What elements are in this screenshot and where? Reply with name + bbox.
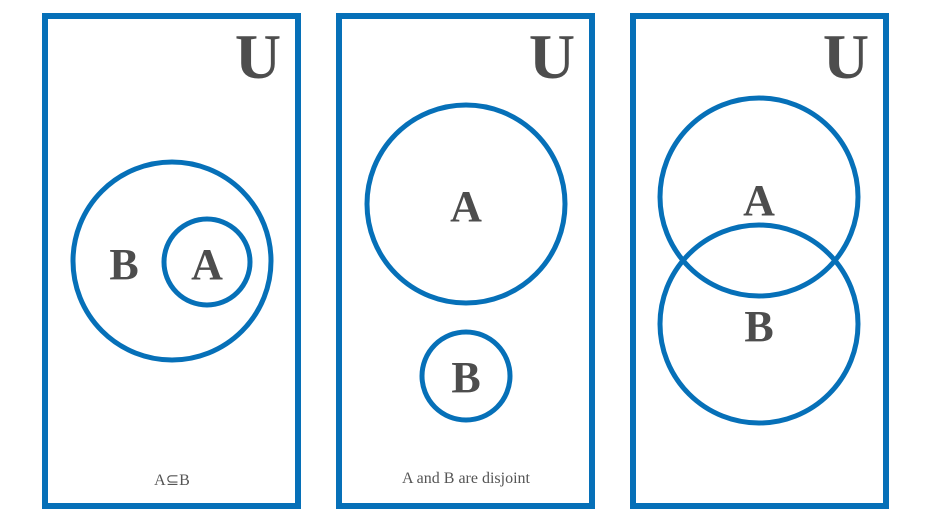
caption: A and B are disjoint	[402, 470, 531, 487]
set-a-label: A	[743, 176, 775, 225]
universe-frame	[42, 13, 301, 509]
set-a-circle	[161, 216, 253, 308]
set-a-circle	[657, 95, 861, 299]
set-b-label: B	[744, 302, 773, 351]
set-b-circle	[657, 222, 861, 426]
set-b-circle	[70, 159, 274, 363]
set-b-circle	[419, 329, 513, 423]
panel-disjoint: U A B A and B are disjoint	[336, 13, 595, 509]
universe-label: U	[235, 21, 281, 92]
universe-frame	[630, 13, 889, 509]
panel-subset: U B A A⊆B	[42, 13, 301, 509]
universe-label: U	[529, 21, 575, 92]
universe-frame	[336, 13, 595, 509]
set-b-label: B	[451, 353, 480, 402]
caption: A⊆B	[154, 472, 190, 489]
set-b-label: B	[109, 240, 138, 289]
panel-overlap: U A B	[630, 13, 889, 509]
set-a-label: A	[450, 182, 482, 231]
set-a-label: A	[191, 240, 223, 289]
set-a-circle	[364, 102, 568, 306]
universe-label: U	[823, 21, 869, 92]
